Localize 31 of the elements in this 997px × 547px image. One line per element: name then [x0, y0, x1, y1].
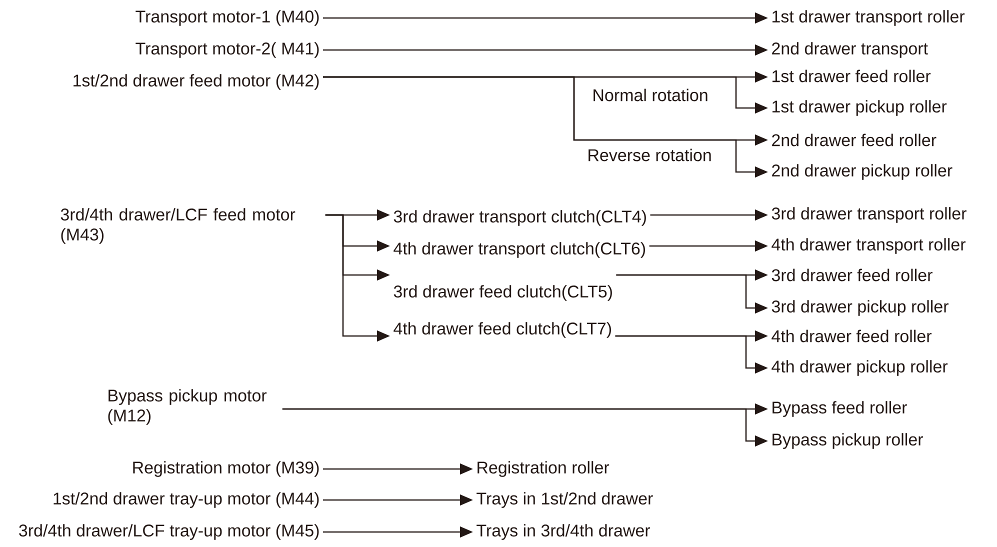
component-label: Registration roller — [478, 461, 610, 477]
component-label: 2nd drawer feed roller — [772, 134, 936, 146]
component-label: 3rd drawer pickup roller — [772, 300, 948, 316]
rotation-label: Reverse rotation — [588, 148, 711, 162]
component-label: 3rd/4th drawer/LCF feed motor (M43) — [60, 208, 296, 244]
component-label: Trays in 3rd/4th drawer — [476, 524, 650, 540]
component-label: 1st/2nd drawer feed motor (M42) — [74, 74, 319, 90]
component-label: Transport motor-1 (M40) — [136, 10, 319, 26]
component-label: Bypass pickup roller — [772, 433, 923, 449]
component-label: 1st drawer transport roller — [772, 10, 965, 26]
component-label: 3rd drawer transport clutch(CLT4) — [394, 210, 646, 226]
component-label: 1st drawer pickup roller — [772, 100, 947, 116]
component-label: 4th drawer feed roller — [772, 330, 932, 342]
component-label: 4th drawer feed clutch(CLT7) — [394, 322, 612, 338]
component-label: 3rd drawer feed clutch(CLT5) — [394, 285, 612, 301]
component-label: 3rd/4th drawer/LCF tray-up motor (M45) — [19, 524, 319, 540]
component-label: Transport motor-2( M41) — [136, 42, 319, 58]
component-label: 4th drawer transport roller — [772, 238, 966, 254]
component-label: 1st drawer feed roller — [772, 70, 931, 82]
component-label: 3rd drawer transport roller — [772, 207, 966, 223]
component-label: Bypass pickup motor (M12) — [108, 389, 267, 425]
component-label: 1st/2nd drawer tray-up motor (M44) — [54, 492, 319, 508]
component-label: 3rd drawer feed roller — [772, 268, 932, 282]
component-label: Registration motor (M39) — [133, 461, 319, 477]
component-label: 4th drawer pickup roller — [772, 360, 948, 376]
component-label: 4th drawer transport clutch(CLT6) — [394, 242, 646, 258]
component-label: Trays in 1st/2nd drawer — [476, 492, 653, 508]
component-label: 2nd drawer pickup roller — [772, 164, 952, 180]
rotation-label: Normal rotation — [594, 88, 708, 102]
component-label: 2nd drawer transport — [772, 42, 928, 58]
component-label: Bypass feed roller — [772, 401, 907, 417]
